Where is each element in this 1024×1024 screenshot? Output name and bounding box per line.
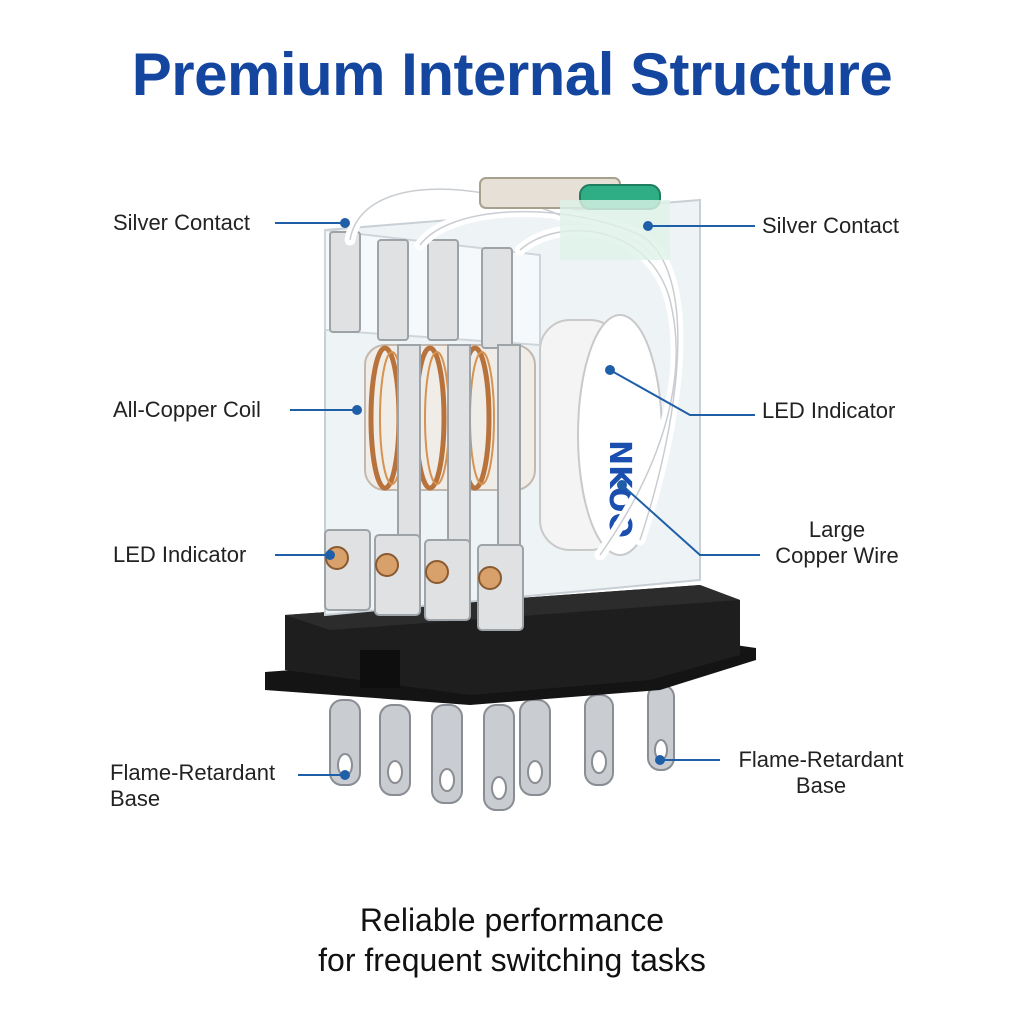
tagline-line1: Reliable performance [359, 902, 665, 938]
leader-lines [275, 222, 760, 776]
contact-strips [324, 231, 524, 631]
tagline: Reliable performance for frequent switch… [0, 900, 1024, 980]
label-flame-base-left-line1: Flame-Retardant [110, 760, 276, 785]
label-led-indicator-left: LED Indicator [113, 542, 247, 567]
label-flame-base-left: Flame-Retardant Base [110, 760, 275, 812]
leader-dots [325, 218, 665, 780]
label-flame-base-right: Flame-Retardant Base [726, 747, 916, 799]
label-large-copper-wire: Large Copper Wire [762, 517, 912, 569]
page-title: Premium Internal Structure [131, 41, 893, 108]
led-module [479, 177, 670, 260]
label-flame-base-left-line2: Base [110, 786, 161, 811]
label-silver-contact-right: Silver Contact [762, 213, 899, 238]
label-flame-base-right-line2: Base [795, 773, 847, 798]
label-led-indicator-right: LED Indicator [762, 398, 896, 423]
tagline-line2: for frequent switching tasks [318, 942, 706, 978]
label-large-copper-wire-line2: Copper Wire [775, 543, 899, 568]
label-silver-contact-left: Silver Contact [113, 210, 250, 235]
label-all-copper-coil: All-Copper Coil [113, 397, 261, 422]
label-large-copper-wire-line1: Large [808, 517, 866, 542]
label-flame-base-right-line1: Flame-Retardant [738, 747, 904, 772]
